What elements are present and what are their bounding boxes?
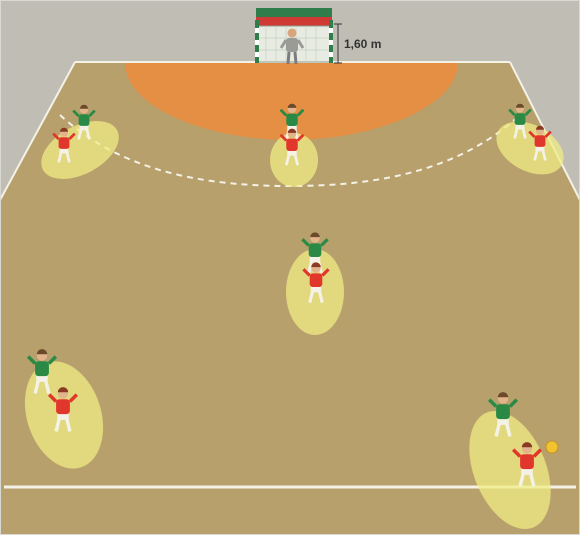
red-shirt-player-icon (52, 127, 76, 163)
marking-zone-center-back (270, 133, 318, 187)
red-shirt-player-icon (47, 387, 79, 432)
goalkeeper-icon (279, 28, 305, 65)
left-side-line (0, 61, 76, 201)
green-shirt-player-icon (508, 103, 532, 139)
players-layer (26, 103, 552, 487)
red-shirt-player-icon (279, 128, 305, 166)
goal-net-top (256, 17, 332, 26)
marking-zone-right-wing (469, 410, 551, 530)
goal-height-marker (334, 23, 342, 64)
green-shirt-player-icon (487, 392, 519, 437)
red-shirt-player-icon (302, 262, 330, 304)
green-shirt-player-icon (72, 104, 96, 140)
green-shirt-player-icon (26, 349, 58, 394)
red-shirt-player-icon (511, 442, 543, 487)
goal-area-zone (125, 62, 458, 140)
handball-icon (545, 440, 559, 454)
goal-height-label: 1,60 m (344, 37, 382, 51)
marking-zone-left-back (41, 121, 119, 179)
green-shirt-player-icon (301, 232, 329, 274)
red-shirt-player-icon (528, 125, 552, 161)
